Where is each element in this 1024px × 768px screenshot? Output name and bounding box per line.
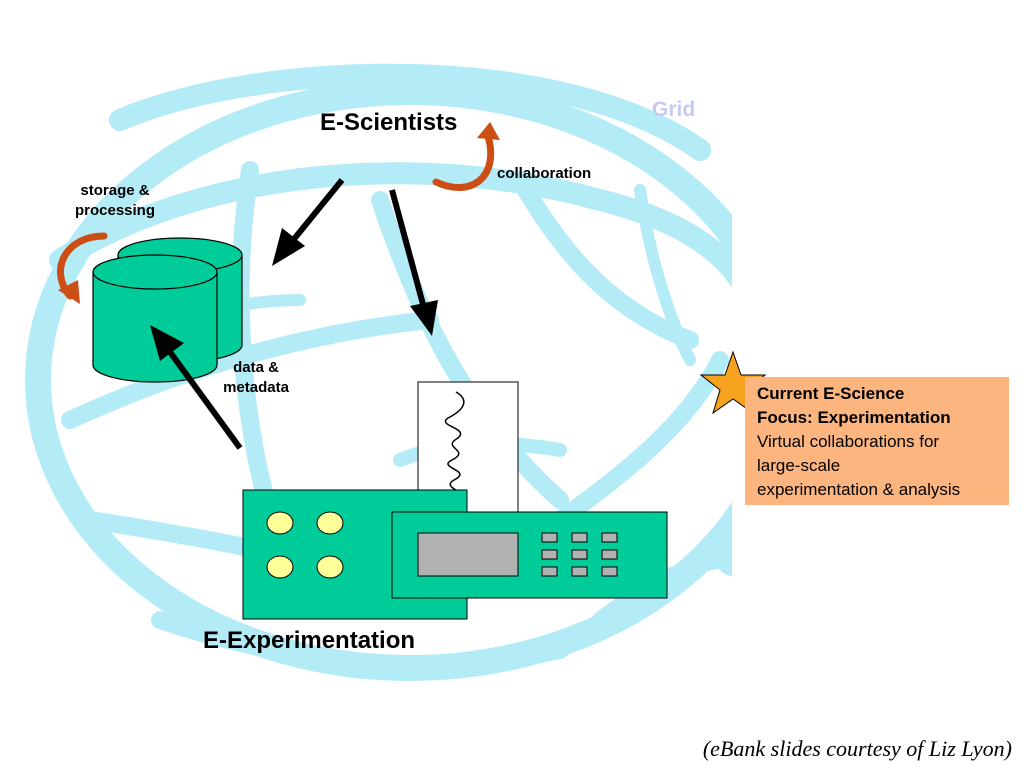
flow-arrows [150, 178, 438, 450]
storage-cycle-arrow-icon [57, 232, 108, 304]
arrow-scientists-to-experiment [389, 189, 427, 309]
focus-callout: Current E-Science Focus: Experimentation… [745, 377, 1009, 505]
focus-text-line5: experimentation & analysis [757, 480, 961, 499]
data-metadata-label: data & metadata [223, 359, 289, 396]
grid-label: Grid [652, 98, 696, 121]
focus-title-line2: Focus: Experimentation [757, 408, 951, 427]
star-icon [699, 350, 767, 415]
arrow-scientists-to-storage [287, 178, 345, 246]
focus-text-line3: Virtual collaborations for [757, 432, 940, 451]
focus-text-line4: large-scale [757, 456, 841, 475]
storage-processing-label: storage & processing [74, 182, 156, 219]
collaboration-arrow-icon [432, 122, 500, 191]
lab-instrument-icon [242, 381, 668, 620]
database-icon [92, 237, 243, 383]
arrow-experiment-to-storage [167, 350, 243, 450]
credit-text: (eBank slides courtesy of Liz Lyon) [702, 736, 1012, 761]
grid-globe [25, 63, 732, 681]
e-experimentation-label: E-Experimentation [203, 627, 416, 654]
collaboration-label: collaboration [497, 165, 592, 182]
e-scientists-label: E-Scientists [320, 109, 458, 136]
focus-title-line1: Current E-Science [757, 384, 905, 403]
